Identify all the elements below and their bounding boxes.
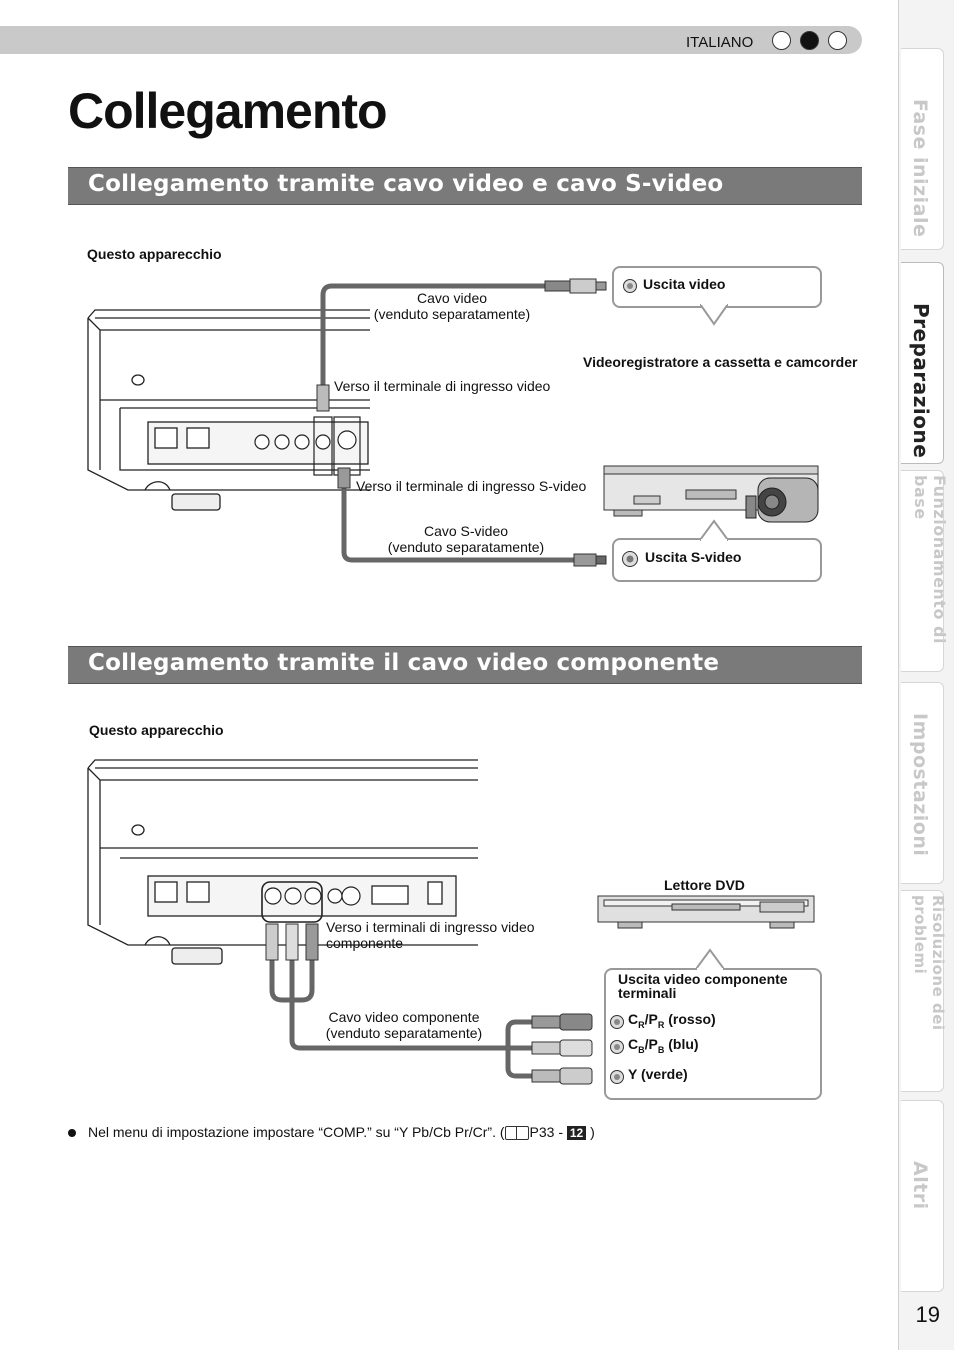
subscript: R (657, 1019, 665, 1030)
jack-icon (623, 279, 637, 293)
jack-icon (610, 1040, 624, 1054)
note-text: ) (590, 1124, 595, 1140)
page-title: Collegamento (68, 83, 388, 139)
svideo-input-label: Verso il terminale di ingresso S-video (356, 478, 587, 494)
video-input-label: Verso il terminale di ingresso video (334, 378, 551, 394)
bubble-pointer (696, 948, 724, 970)
camcorder-illustration (745, 477, 819, 523)
cable-note: (venduto separatamente) (373, 306, 531, 322)
svideo-cable-label: Cavo S-video (venduto separatamente) (376, 523, 556, 555)
tab-label: Altri (909, 1161, 931, 1210)
cb-pb-label: CB/PB (blu) (628, 1036, 699, 1055)
section-header (68, 167, 862, 205)
component-cable-label: Cavo video componente (venduto separatam… (314, 1009, 494, 1041)
tab-label: Impostazioni (909, 713, 931, 857)
book-icon (504, 1126, 529, 1141)
cable-note: (venduto separatamente) (387, 539, 545, 555)
source-device-label: Videoregistratore a cassetta e camcorder (583, 354, 858, 370)
tab-altri[interactable]: Altri (901, 1100, 944, 1292)
component-input-jacks (261, 881, 361, 923)
video-output-label: Uscita video (643, 276, 726, 292)
tab-risoluzione-dei-problemi[interactable]: Risoluzione dei problemi (901, 890, 947, 1092)
label-line: componente (326, 935, 404, 951)
progress-dot-active (800, 31, 819, 50)
dvd-player-label: Lettore DVD (664, 877, 745, 893)
subscript: B (657, 1044, 665, 1055)
subscript: R (638, 1019, 645, 1030)
dvd-player-illustration (597, 895, 815, 929)
section-header (68, 646, 862, 684)
language-label: ITALIANO (686, 34, 754, 51)
svideo-cable (337, 467, 607, 567)
tab-funzionamento-di-base[interactable]: Funzionamento di base (901, 470, 949, 672)
connection-diagram-component (87, 759, 815, 1085)
tab-label: Preparazione (909, 303, 933, 459)
note: Nel menu di impostazione impostare “COMP… (68, 1124, 595, 1141)
title-line: Uscita video componente (618, 971, 788, 987)
component-plugs (265, 923, 593, 1085)
page-number: 19 (915, 1302, 940, 1327)
progress-dot (772, 31, 791, 50)
device-label: Questo apparecchio (89, 722, 224, 738)
tab-label: Fase iniziale (909, 99, 931, 238)
tab-label: Risoluzione dei problemi (911, 895, 947, 1031)
text: /P (644, 1036, 658, 1052)
title-line: terminali (618, 985, 677, 1001)
video-cable (316, 278, 607, 412)
tab-fase-iniziale[interactable]: Fase iniziale (901, 48, 944, 250)
component-cable (269, 960, 532, 1079)
label-line: Verso i terminali di ingresso video (326, 919, 535, 935)
svideo-output-label: Uscita S-video (645, 549, 742, 565)
page-badge: 12 (566, 1126, 587, 1140)
color-name: (rosso) (668, 1011, 716, 1027)
component-output-bubble (604, 968, 822, 1100)
section-title: Collegamento tramite il cavo video compo… (88, 650, 720, 676)
cr-pr-label: CR/PR (rosso) (628, 1011, 716, 1030)
component-input-label: Verso i terminali di ingresso video comp… (326, 919, 535, 951)
tab-label: Funzionamento di base (911, 475, 949, 644)
cable-note: (venduto separatamente) (325, 1025, 483, 1041)
input-jacks (254, 416, 361, 476)
note-text: Nel menu di impostazione impostare “COMP… (88, 1124, 505, 1140)
projector-illustration (87, 759, 478, 965)
cable-name: Cavo video componente (328, 1009, 480, 1025)
subscript: B (638, 1044, 645, 1055)
cable-name: Cavo S-video (423, 523, 509, 539)
cable-name: Cavo video (416, 290, 488, 306)
section-title: Collegamento tramite cavo video e cavo S… (88, 171, 724, 197)
connection-diagram-video (87, 278, 819, 567)
svideo-jack-icon (622, 551, 638, 567)
jack-icon (610, 1015, 624, 1029)
text: C (628, 1011, 639, 1027)
tab-preparazione[interactable]: Preparazione (901, 262, 944, 464)
bubble-pointer (700, 519, 728, 541)
bubble-pointer (700, 304, 728, 326)
tab-impostazioni[interactable]: Impostazioni (901, 682, 944, 884)
text: /P (644, 1011, 658, 1027)
language-bar (0, 26, 862, 54)
y-label: Y (verde) (628, 1066, 688, 1082)
page-reference: P33 - (529, 1124, 563, 1140)
bullet-icon (68, 1129, 76, 1138)
text: C (628, 1036, 639, 1052)
progress-dot (828, 31, 847, 50)
component-output-title: Uscita video componente terminali (618, 972, 788, 1000)
jack-icon (610, 1070, 624, 1084)
video-cable-label: Cavo video (venduto separatamente) (362, 290, 542, 322)
device-label: Questo apparecchio (87, 246, 222, 262)
color-name: (blu) (668, 1036, 699, 1052)
